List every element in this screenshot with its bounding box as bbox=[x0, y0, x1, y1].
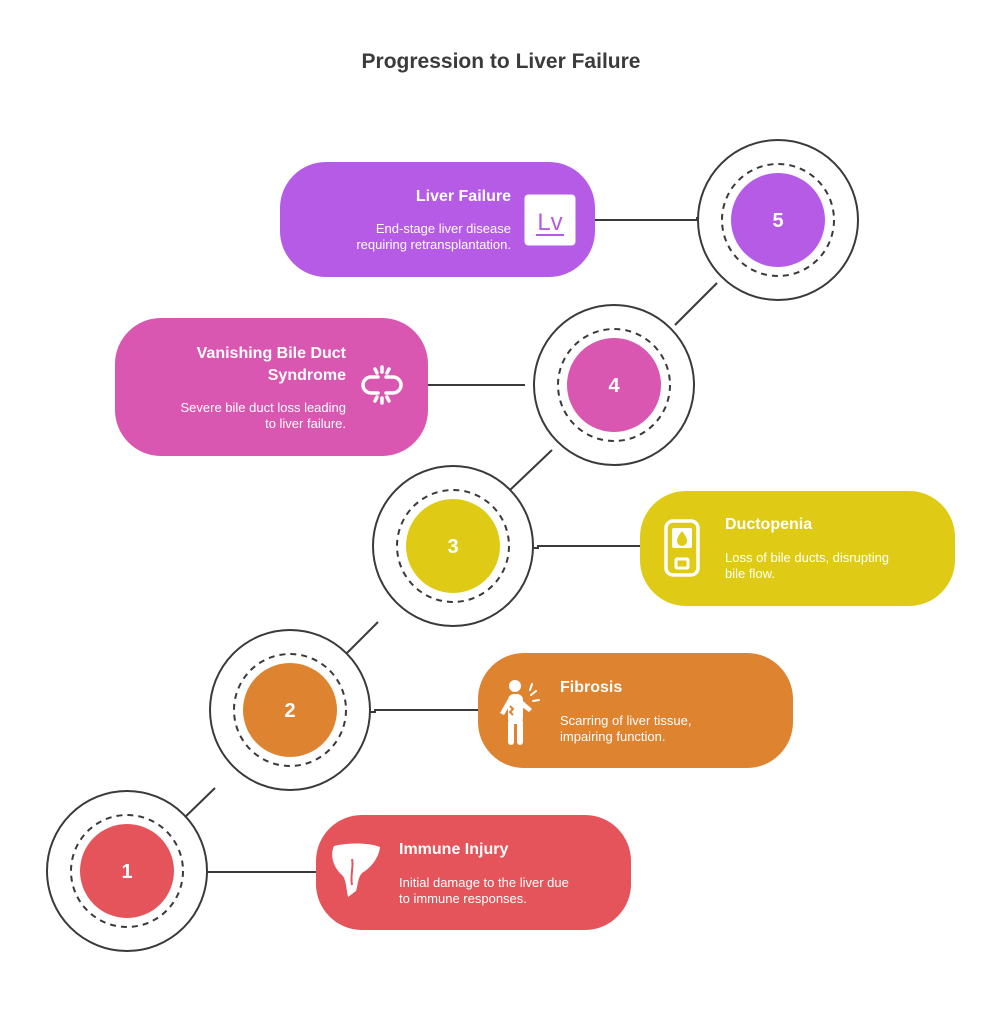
svg-text:Lv: Lv bbox=[537, 209, 562, 236]
stage-5-ring bbox=[697, 139, 859, 301]
stage-3-title: Ductopenia bbox=[725, 516, 813, 533]
lv-element-icon: Lv bbox=[524, 194, 576, 246]
test-meter-icon bbox=[664, 519, 700, 577]
stage-2-description: Scarring of liver tissue, impairing func… bbox=[560, 713, 692, 744]
stage-5-description: End-stage liver disease requiring retran… bbox=[356, 221, 511, 252]
stage-1-card: Immune Injury Initial damage to the live… bbox=[316, 815, 631, 930]
broken-link-icon bbox=[361, 365, 403, 405]
stage-3-card: Ductopenia Loss of bile ducts, disruptin… bbox=[640, 491, 955, 606]
connector-2-3 bbox=[344, 621, 379, 656]
stage-4-description: Severe bile duct loss leading to liver f… bbox=[180, 400, 347, 431]
stage-1-number: 1 bbox=[121, 861, 132, 883]
stage-4-card: Vanishing Bile Duct Syndrome Severe bile… bbox=[115, 318, 428, 456]
stage-2-number: 2 bbox=[284, 700, 295, 722]
stage-5-title: Liver Failure bbox=[415, 188, 511, 205]
stage-1-title: Immune Injury bbox=[399, 841, 509, 858]
person-pain-icon bbox=[500, 680, 540, 745]
stage-1-description: Initial damage to the liver due to immun… bbox=[399, 875, 569, 906]
stage-2-title: Fibrosis bbox=[560, 679, 623, 696]
stage-5-number: 5 bbox=[772, 210, 783, 232]
stage-2-ring bbox=[209, 629, 371, 791]
connector-3-4 bbox=[509, 449, 553, 491]
liver-icon bbox=[332, 843, 380, 897]
stage-1-ring bbox=[46, 790, 208, 952]
stage-3-ring bbox=[372, 465, 534, 627]
stage-3-number: 3 bbox=[447, 536, 458, 558]
connector-4-5 bbox=[674, 282, 718, 326]
stage-4-ring bbox=[533, 304, 695, 466]
page-title: Progression to Liver Failure bbox=[361, 50, 641, 73]
stage-4-title: Vanishing Bile Duct Syndrome bbox=[196, 345, 346, 384]
connector-stage-5-card bbox=[595, 217, 698, 221]
stage-5-card: Liver Failure End-stage liver disease re… bbox=[280, 162, 595, 277]
stage-3-description: Loss of bile ducts, disrupting bile flow… bbox=[725, 550, 890, 581]
stage-2-card: Fibrosis Scarring of liver tissue, impai… bbox=[478, 653, 793, 768]
stage-4-number: 4 bbox=[608, 375, 620, 397]
connector-1-2 bbox=[181, 787, 216, 821]
